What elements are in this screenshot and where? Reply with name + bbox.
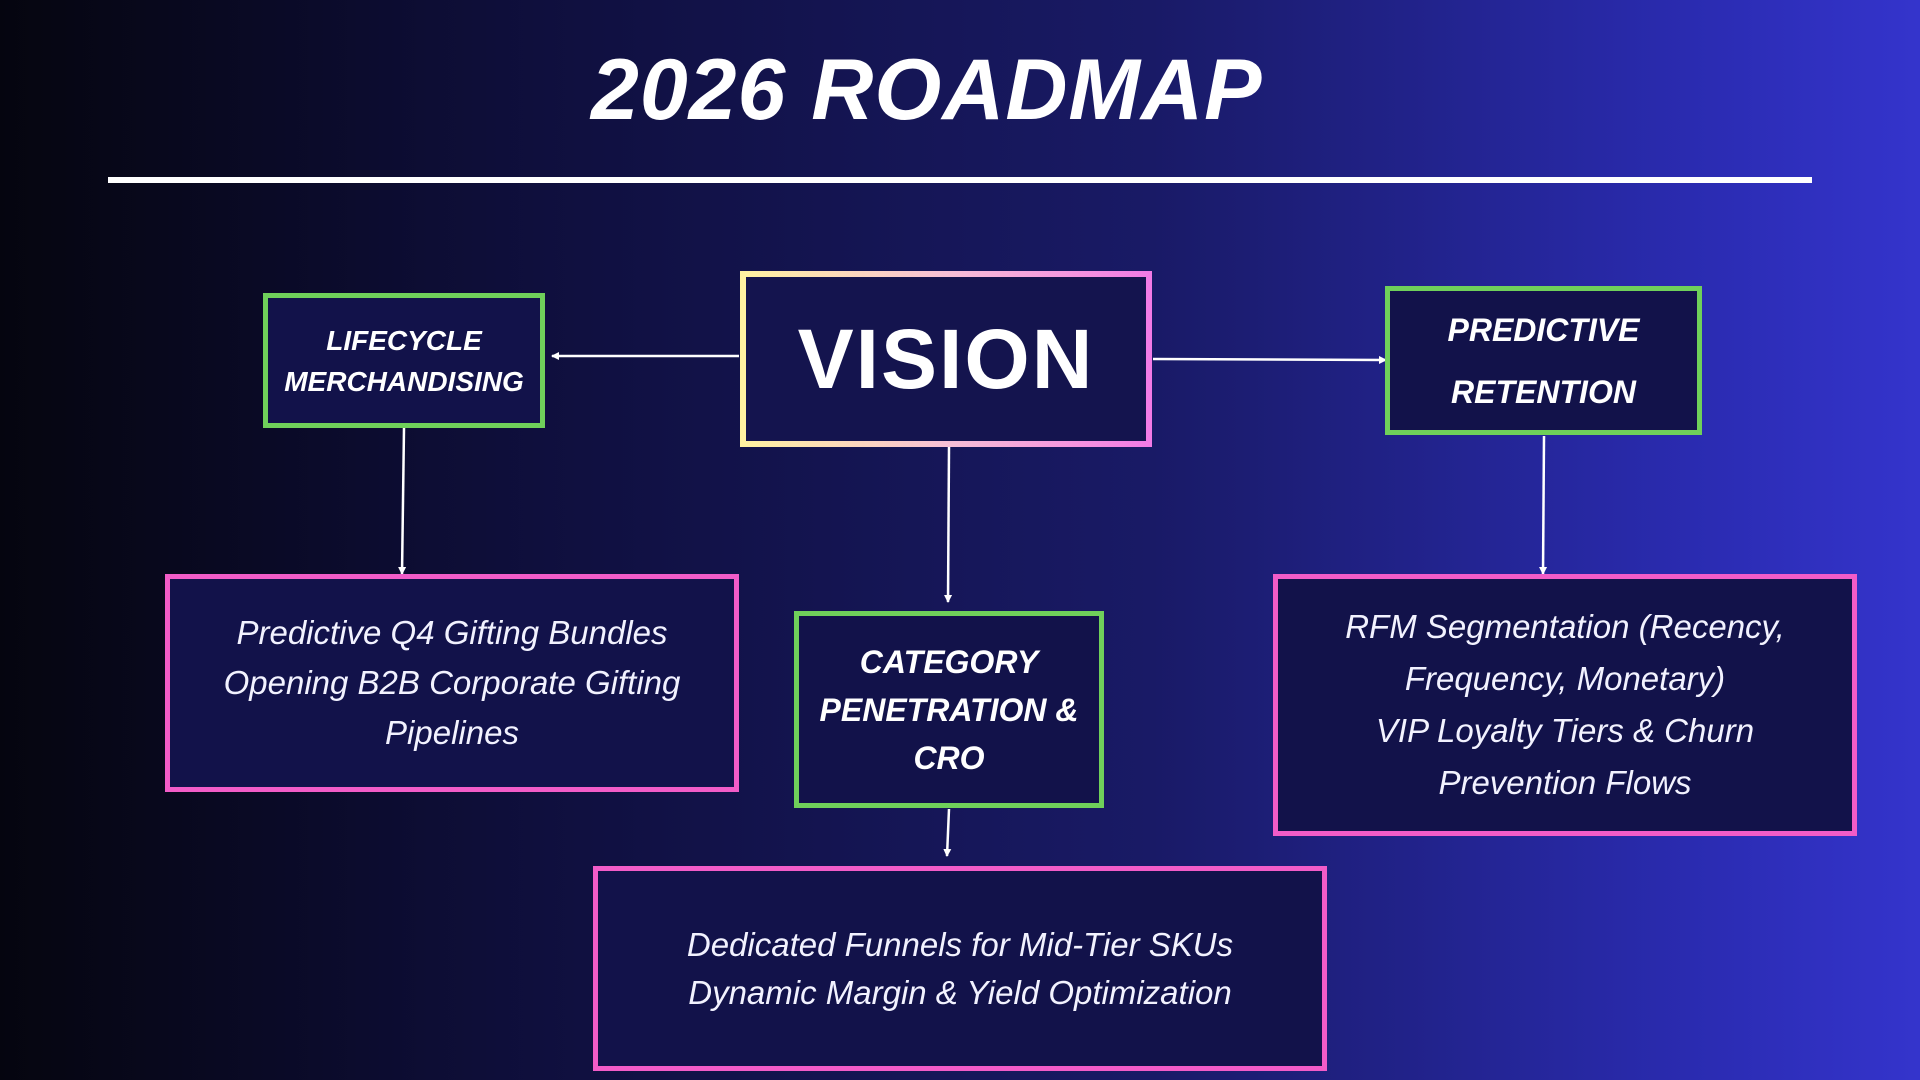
details-retention: RFM Segmentation (Recency, Frequency, Mo… <box>1273 574 1857 836</box>
arrow-category-to-details <box>943 808 952 857</box>
details-retention-text: RFM Segmentation (Recency, Frequency, Mo… <box>1345 608 1785 801</box>
arrow-retention-to-details <box>1539 435 1548 575</box>
pillar-lifecycle-merchandising: LIFECYCLE MERCHANDISING <box>263 293 545 428</box>
pillar-predictive-retention: PREDICTIVE RETENTION <box>1385 286 1702 435</box>
arrow-vision-to-retention <box>1152 355 1387 364</box>
vision-node: VISION <box>740 271 1152 447</box>
pillar-category-penetration: CATEGORY PENETRATION & CRO <box>794 611 1104 808</box>
details-category: Dedicated Funnels for Mid-Tier SKUs Dyna… <box>593 866 1327 1071</box>
pillar-lifecycle-label: LIFECYCLE MERCHANDISING <box>284 324 524 397</box>
title-divider <box>108 177 1812 183</box>
details-lifecycle: Predictive Q4 Gifting Bundles Opening B2… <box>165 574 739 792</box>
pillar-retention-label: PREDICTIVE RETENTION <box>1447 311 1640 410</box>
vision-label: VISION <box>797 311 1095 406</box>
arrow-vision-to-category <box>944 446 953 603</box>
pillar-category-label: CATEGORY PENETRATION & CRO <box>819 643 1079 776</box>
page-title: 2026 ROADMAP <box>591 42 1263 138</box>
details-lifecycle-text: Predictive Q4 Gifting Bundles Opening B2… <box>223 614 681 751</box>
arrow-lifecycle-to-details <box>398 427 407 575</box>
details-category-text: Dedicated Funnels for Mid-Tier SKUs Dyna… <box>686 925 1234 1011</box>
